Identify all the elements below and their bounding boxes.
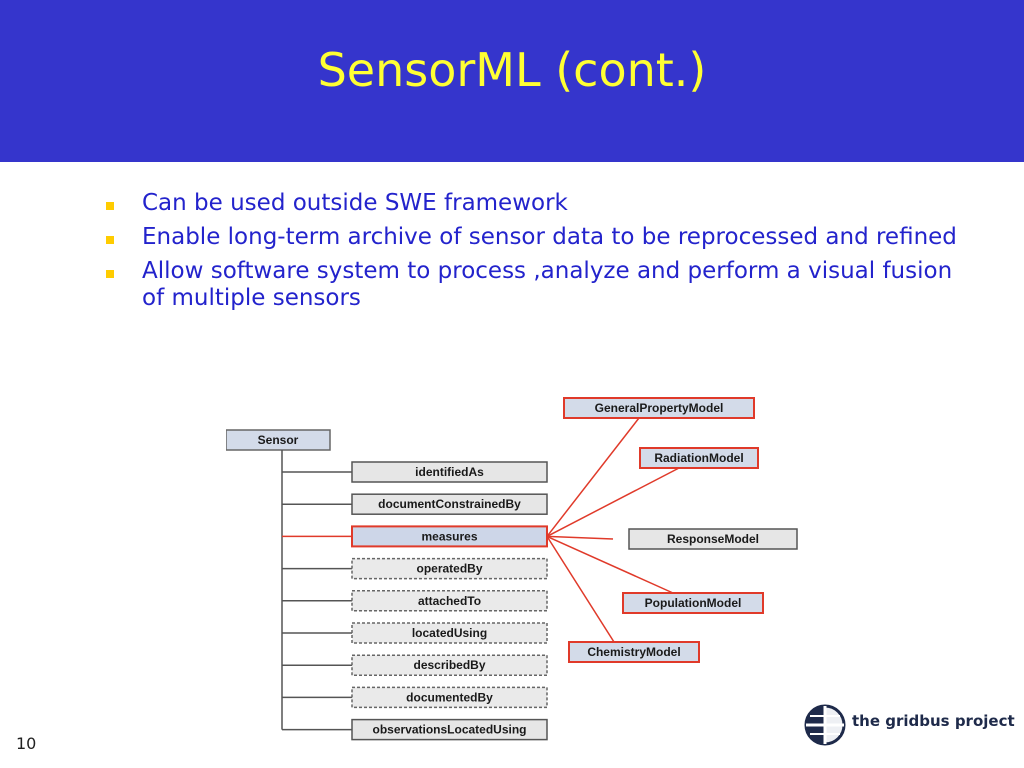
model-connector-line — [546, 535, 674, 594]
slide-title: SensorML (cont.) — [317, 43, 707, 97]
gridbus-logo: the gridbus project — [800, 700, 1015, 748]
property-box — [351, 718, 548, 741]
property-box-label: describedBy — [413, 658, 485, 672]
bullet-text: Enable long-term archive of sensor data … — [142, 224, 957, 250]
bullet-text: Can be used outside SWE framework — [142, 190, 568, 216]
bullet-item: Can be used outside SWE framework — [104, 190, 964, 217]
property-box — [351, 557, 548, 580]
property-box-label: attachedTo — [418, 594, 481, 608]
model-box-label: ResponseModel — [667, 532, 759, 546]
property-box — [351, 461, 548, 483]
bullet-list: Can be used outside SWE framework Enable… — [104, 190, 964, 319]
property-box-label: documentedBy — [406, 690, 493, 704]
logo-text: the gridbus project — [852, 712, 1015, 730]
property-box — [351, 686, 548, 709]
slide-header: SensorML (cont.) — [0, 0, 1024, 162]
model-box-label: PopulationModel — [645, 596, 742, 610]
root-box — [226, 429, 331, 451]
property-box-label: observationsLocatedUsing — [372, 723, 526, 737]
model-box-label: GeneralPropertyModel — [595, 401, 724, 415]
property-box-label: identifiedAs — [415, 465, 484, 479]
property-box — [351, 654, 548, 676]
model-connector-line — [546, 535, 615, 643]
bullet-square-icon — [106, 236, 114, 244]
property-box-label: measures — [421, 529, 477, 543]
model-connector-line — [546, 535, 614, 540]
model-connector-line — [546, 467, 680, 538]
model-box — [568, 641, 700, 663]
globe-grid-icon — [804, 704, 846, 746]
model-box — [563, 397, 755, 419]
property-box-label: operatedBy — [416, 562, 482, 576]
property-box-label: locatedUsing — [412, 626, 487, 640]
property-box-label: documentConstrainedBy — [378, 497, 521, 511]
model-box — [628, 528, 798, 550]
bullet-square-icon — [106, 202, 114, 210]
model-box-label: RadiationModel — [654, 451, 743, 465]
sensorml-diagram: Sensor identifiedAs documentConstrainedBy m… — [226, 397, 798, 741]
model-box — [639, 447, 759, 469]
bullet-item: Enable long-term archive of sensor data … — [104, 224, 964, 251]
model-box-label: ChemistryModel — [587, 645, 680, 659]
property-box — [351, 622, 548, 644]
model-connector-line — [546, 417, 640, 537]
property-box — [351, 590, 548, 612]
page-number: 10 — [16, 734, 37, 753]
bullet-square-icon — [106, 270, 114, 278]
model-box — [622, 592, 764, 614]
property-box — [351, 493, 548, 515]
bullet-item: Allow software system to process ,analyz… — [104, 258, 964, 312]
root-box-label: Sensor — [258, 433, 299, 447]
bullet-text: Allow software system to process ,analyz… — [142, 258, 953, 311]
